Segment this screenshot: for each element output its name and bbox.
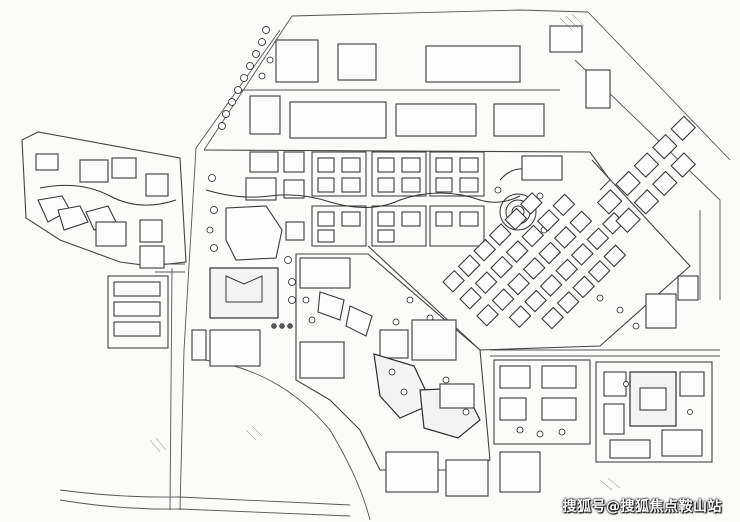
ground-hatching xyxy=(149,13,621,491)
central-park xyxy=(191,174,296,367)
west-parcel xyxy=(21,131,187,269)
southwest-parcel xyxy=(107,275,169,349)
north-parcels xyxy=(240,25,611,139)
road-network xyxy=(59,9,731,521)
central-grid-district xyxy=(203,149,611,247)
watermark-text: 搜狐号@搜狐焦点鞍山站 xyxy=(562,499,722,515)
southeast-parcels xyxy=(493,359,713,493)
south-central-quarter xyxy=(295,253,491,497)
east-diagonal-row xyxy=(596,115,699,329)
tree-line-northwest xyxy=(218,26,274,130)
